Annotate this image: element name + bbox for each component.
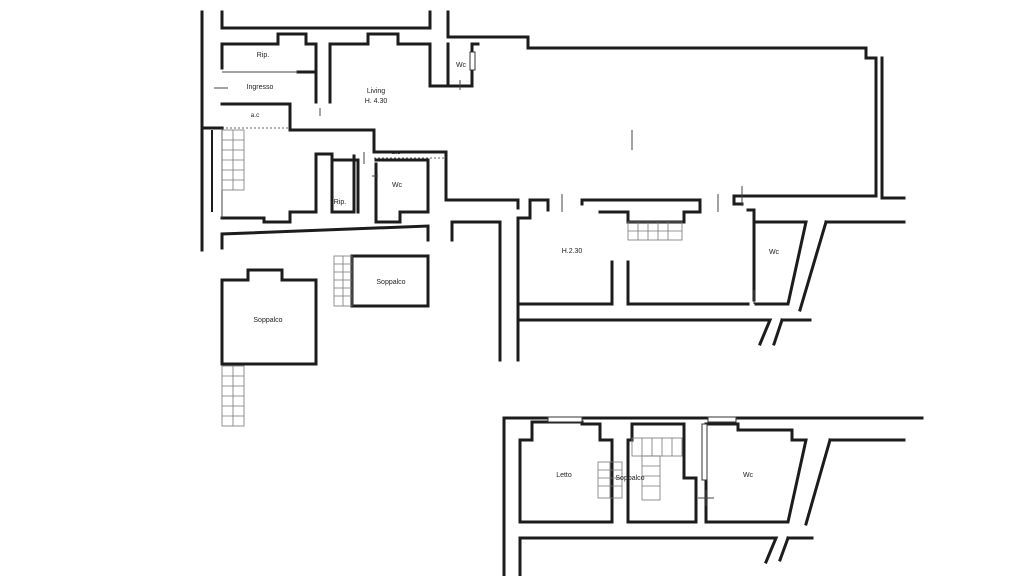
stairs-middle xyxy=(627,221,683,241)
label-ac-mid: a.c xyxy=(392,149,401,156)
label-rip-top: Rip. xyxy=(257,52,270,59)
upper-left-block xyxy=(200,10,906,252)
label-living-height: H. 4.30 xyxy=(365,98,388,105)
label-wc-bottom: Wc xyxy=(743,472,754,479)
label-soppalco-small: Soppalco xyxy=(376,279,405,286)
label-soppalco-large: Soppalco xyxy=(253,317,282,324)
label-living: Living xyxy=(367,88,385,95)
label-wc-right: Wc xyxy=(769,249,780,256)
stairs-bottom xyxy=(597,437,683,501)
label-wc-mid: Wc xyxy=(392,182,403,189)
label-ac-left: a.c xyxy=(251,112,260,119)
label-letto: Letto xyxy=(556,472,572,479)
soppalco-small-block xyxy=(333,254,430,308)
label-wc-top: Wc xyxy=(456,62,467,69)
label-h230: H.2.30 xyxy=(562,248,583,255)
stairs-upper-left xyxy=(221,129,245,191)
middle-right-block xyxy=(450,186,906,362)
label-soppalco-bottom: Soppalco xyxy=(615,475,644,482)
soppalco-large-block xyxy=(220,268,318,427)
label-rip-mid: Rip. xyxy=(334,199,347,206)
label-ingresso: Ingresso xyxy=(247,84,274,91)
bottom-block xyxy=(502,416,924,576)
